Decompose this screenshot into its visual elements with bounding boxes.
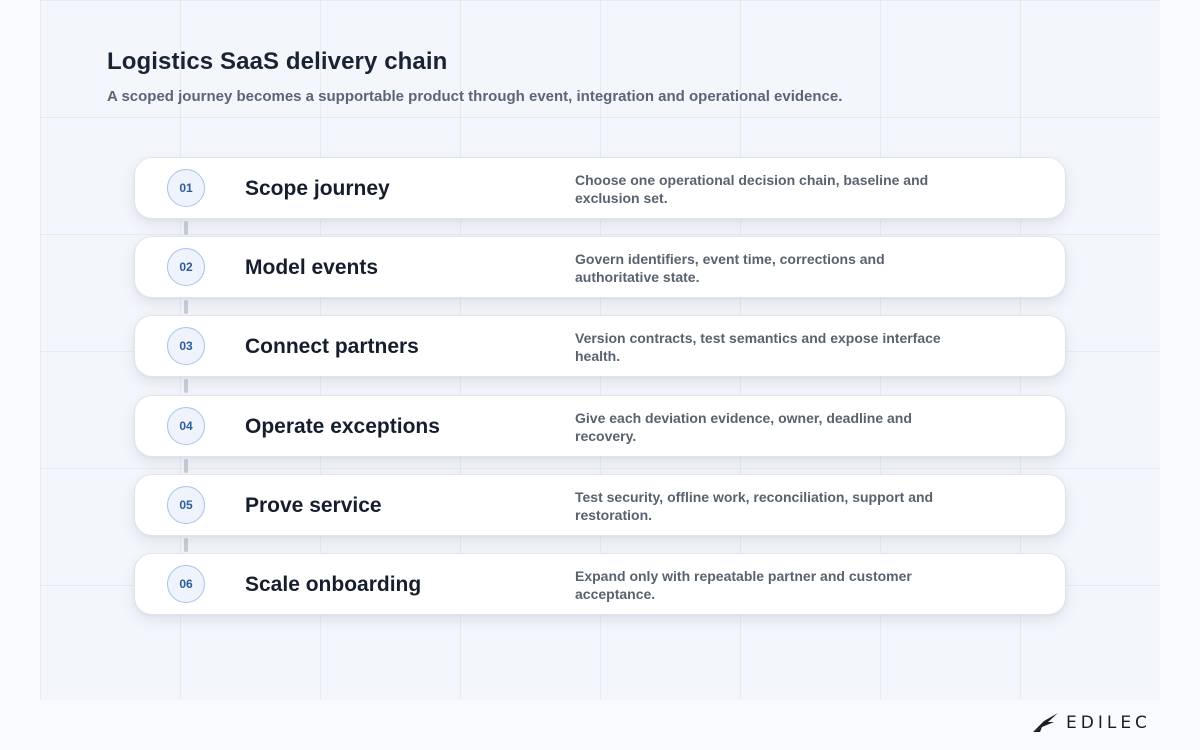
step-title: Model events	[245, 256, 379, 279]
step-connector	[184, 459, 188, 473]
brand-logo: EDILEC	[1032, 711, 1151, 735]
step-card-scope-journey: 01 Scope journey Choose one operational …	[134, 157, 1066, 219]
page-subtitle: A scoped journey becomes a supportable p…	[107, 88, 843, 105]
step-title: Prove service	[245, 494, 382, 517]
step-title: Operate exceptions	[245, 415, 440, 438]
bird-wing-logo-icon	[1033, 713, 1058, 732]
step-description: Give each deviation evidence, owner, dea…	[575, 410, 912, 444]
page-title: Logistics SaaS delivery chain	[107, 48, 448, 75]
step-number-badge: 04	[167, 407, 205, 445]
step-connector	[184, 379, 188, 393]
step-connector	[184, 300, 188, 314]
step-description: Choose one operational decision chain, b…	[575, 172, 929, 206]
step-card-connect-partners: 03 Connect partners Version contracts, t…	[134, 315, 1066, 377]
step-card-operate-exceptions: 04 Operate exceptions Give each deviatio…	[134, 395, 1066, 457]
step-number-badge: 01	[167, 169, 205, 207]
step-number-badge: 02	[167, 248, 205, 286]
step-card-scale-onboarding: 06 Scale onboarding Expand only with rep…	[134, 553, 1066, 615]
step-description: Expand only with repeatable partner and …	[575, 568, 912, 602]
step-description: Test security, offline work, reconciliat…	[575, 489, 934, 523]
step-description: Govern identifiers, event time, correcti…	[575, 251, 885, 285]
step-card-prove-service: 05 Prove service Test security, offline …	[134, 474, 1066, 536]
step-title: Connect partners	[245, 335, 419, 358]
step-connector	[184, 538, 188, 552]
step-card-model-events: 02 Model events Govern identifiers, even…	[134, 236, 1066, 298]
step-title: Scope journey	[245, 177, 390, 200]
brand-logo-text: EDILEC	[1066, 713, 1151, 733]
step-connector	[184, 221, 188, 235]
step-title: Scale onboarding	[245, 573, 422, 596]
step-number-badge: 03	[167, 327, 205, 365]
step-description: Version contracts, test semantics and ex…	[575, 330, 941, 364]
step-number-badge: 06	[167, 565, 205, 603]
step-number-badge: 05	[167, 486, 205, 524]
